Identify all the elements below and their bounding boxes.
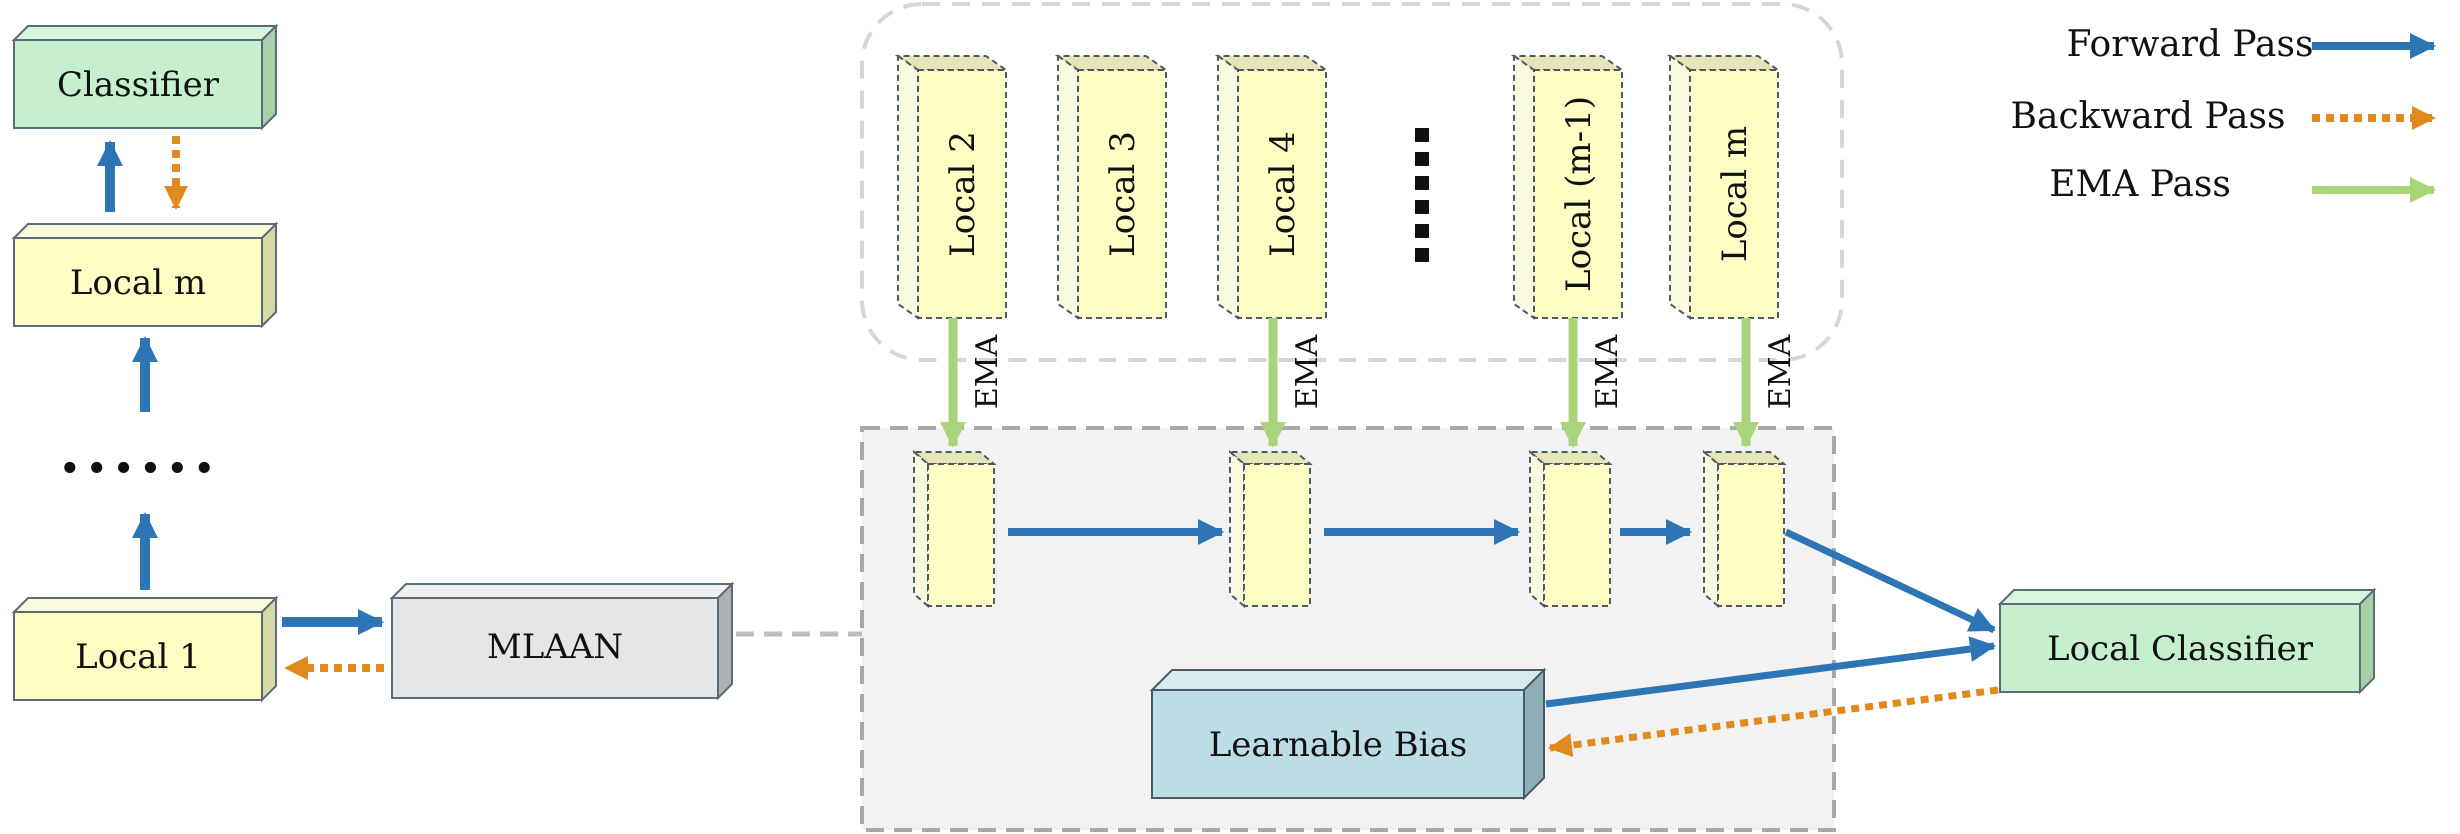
ema-label-3: EMA [1590,335,1625,410]
legend-forward-label: Forward Pass [2067,24,2314,65]
top-local-box-5: Local m [1666,54,1782,320]
ema-local-box-3 [1527,449,1613,609]
top-ellipsis [1415,128,1429,262]
backward-arrow-classifier-to-bias [1548,686,1999,758]
local-1-label: Local 1 [75,637,201,677]
ema-local-box-4 [1701,449,1787,609]
top-local-label-2: Local 3 [1103,131,1143,257]
top-local-box-4: Local (m-1) [1510,54,1626,320]
ema-local-box-1 [911,449,997,609]
local-1-box: Local 1 [11,595,279,703]
top-local-box-3: Local 4 [1214,54,1330,320]
top-local-label-4: Local (m-1) [1559,96,1599,292]
local-m-box-left: Local m [11,221,279,329]
local-classifier-label: Local Classifier [2047,629,2314,669]
ema-label-4: EMA [1763,335,1798,410]
local-m-label: Local m [70,263,206,303]
ema-label-2: EMA [1290,335,1325,410]
forward-arrow-small-to-classifier [1784,528,1996,634]
left-ellipsis: ...... [59,417,220,487]
classifier-label: Classifier [57,65,220,105]
learnable-bias-label: Learnable Bias [1209,725,1468,765]
ema-label-1: EMA [970,335,1005,410]
ema-local-box-2 [1227,449,1313,609]
legend: Forward Pass Backward Pass EMA Pass [2011,24,2436,205]
learnable-bias-box: Learnable Bias [1149,667,1547,801]
legend-backward-label: Backward Pass [2011,96,2286,137]
top-local-label-1: Local 2 [943,131,983,257]
mlaan-label: MLAAN [487,627,623,667]
legend-ema-label: EMA Pass [2049,164,2231,205]
top-local-label-3: Local 4 [1263,131,1303,257]
top-local-box-1: Local 2 [894,54,1010,320]
mlaan-box: MLAAN [389,581,735,701]
classifier-box: Classifier [11,23,279,131]
top-locals-group [860,2,1844,362]
local-classifier-box: Local Classifier [1997,587,2377,695]
forward-arrow-bias-to-classifier [1545,636,1996,708]
top-local-box-2: Local 3 [1054,54,1170,320]
top-local-label-5: Local m [1715,126,1755,262]
